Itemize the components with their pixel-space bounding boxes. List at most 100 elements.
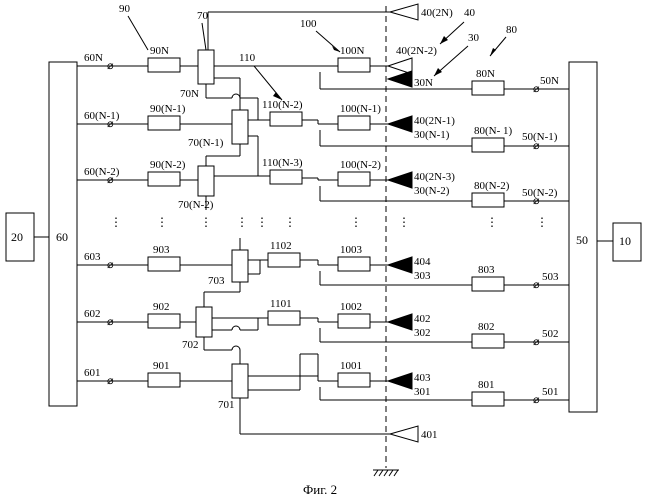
label-302: 302 [414,327,431,339]
ref-70: 70 [197,10,209,22]
box-70N-2 [198,166,214,196]
svg-text:⋮: ⋮ [536,215,548,229]
label-603: 603 [84,251,101,263]
label-501: 501 [542,386,559,398]
label-1101: 1101 [270,298,292,310]
label-801: 801 [478,379,495,391]
label-70N-1: 70(N-1) [188,137,224,149]
label-90N-1: 90(N-1) [150,103,186,115]
svg-text:⌀: ⌀ [533,394,540,406]
row-3: 603 ⌀ 903 703 1102 1003 404 303 803 ⌀ 50… [77,240,569,291]
label-30N: 30N [414,77,433,89]
label-803: 803 [478,264,495,276]
block-60-label: 60 [56,230,68,244]
ref-40: 40 [464,7,476,19]
label-901: 901 [153,360,170,372]
box-100N [338,58,370,72]
label-1001: 1001 [340,360,362,372]
svg-text:⌀: ⌀ [533,83,540,95]
ref-30: 30 [468,32,480,44]
box-80N [472,81,504,95]
box-70N [198,50,214,84]
label-60N-1: 60(N-1) [84,110,120,122]
antenna-icon [388,71,412,87]
label-502: 502 [542,328,559,340]
top-antenna-label: 40(2N) [421,7,453,19]
label-80N: 80N [476,68,495,80]
ref-100: 100 [300,18,317,30]
svg-text:⋮: ⋮ [236,215,248,229]
svg-text:⌀: ⌀ [107,118,114,130]
figure-caption: Фиг. 2 [303,482,337,497]
svg-text:⌀: ⌀ [107,316,114,328]
block-10-label: 10 [619,234,631,248]
label-110N-3: 110(N-3) [262,157,303,169]
label-602: 602 [84,308,101,320]
row-2: 602 ⌀ 902 702 1101 1002 402 302 802 ⌀ 50… [77,298,569,351]
label-40-2N-1: 40(2N-1) [414,115,455,127]
box-702 [196,307,212,337]
label-80N-2: 80(N-2) [474,180,510,192]
block-20-label: 20 [11,230,23,244]
label-70N: 70N [180,88,199,100]
svg-text:⋮: ⋮ [110,215,122,229]
svg-text:⋮: ⋮ [398,215,410,229]
svg-text:⋮: ⋮ [284,215,296,229]
svg-text:⋮: ⋮ [350,215,362,229]
svg-text:⋮: ⋮ [156,215,168,229]
label-701: 701 [218,399,235,411]
label-80N-1: 80(N- 1) [474,125,513,137]
label-403: 403 [414,372,431,384]
label-50N-1: 50(N-1) [522,131,558,143]
label-503: 503 [542,271,559,283]
label-100N-2: 100(N-2) [340,159,381,171]
svg-text:⌀: ⌀ [533,279,540,291]
label-301: 301 [414,386,431,398]
box-70N-1 [232,110,248,144]
svg-text:⌀: ⌀ [533,336,540,348]
row-1: 601 ⌀ 901 701 1001 403 301 801 ⌀ 501 [77,360,569,411]
label-110N-2: 110(N-2) [262,99,303,111]
ref-80: 80 [506,24,518,36]
svg-text:⋮: ⋮ [200,215,212,229]
svg-text:⌀: ⌀ [107,60,114,72]
label-100N-1: 100(N-1) [340,103,381,115]
antenna-401-icon [390,426,418,442]
block-50-label: 50 [576,233,588,247]
label-703: 703 [208,275,225,287]
label-40-2N-2: 40(2N-2) [396,45,437,57]
label-702: 702 [182,339,199,351]
label-1003: 1003 [340,244,363,256]
label-30N-2: 30(N-2) [414,185,450,197]
label-60N: 60N [84,52,103,64]
label-402: 402 [414,313,431,325]
label-90N: 90N [150,45,169,57]
row-N-1: 60(N-1) ⌀ 90(N-1) 70(N-1) 110(N-2) 100(N… [77,99,569,152]
svg-text:⋮: ⋮ [486,215,498,229]
label-50N-2: 50(N-2) [522,187,558,199]
label-30N-1: 30(N-1) [414,129,450,141]
label-70N-2: 70(N-2) [178,199,214,211]
svg-text:⌀: ⌀ [107,174,114,186]
label-60N-2: 60(N-2) [84,166,120,178]
label-40-2N-3: 40(2N-3) [414,171,455,183]
svg-text:⌀: ⌀ [107,259,114,271]
label-601: 601 [84,367,101,379]
row-N-2: 60(N-2) ⌀ 90(N-2) 70(N-2) 110(N-3) 100(N… [77,157,569,211]
ground-hatch [374,470,398,476]
antenna-40-2N-icon [390,4,418,20]
svg-text:⌀: ⌀ [107,375,114,387]
label-303: 303 [414,270,431,282]
bottom-antenna-label: 401 [421,429,438,441]
box-703 [232,250,248,282]
box-90N [148,58,180,72]
label-50N: 50N [540,75,559,87]
ref-110: 110 [239,52,256,64]
ellipsis-dots: ⋮ ⋮ ⋮ ⋮ ⋮ ⋮ ⋮ ⋮ ⋮ ⋮ [110,215,548,229]
label-903: 903 [153,244,170,256]
antenna-icon [388,58,412,74]
label-100N: 100N [340,45,365,57]
label-90N-2: 90(N-2) [150,159,186,171]
label-802: 802 [478,321,495,333]
